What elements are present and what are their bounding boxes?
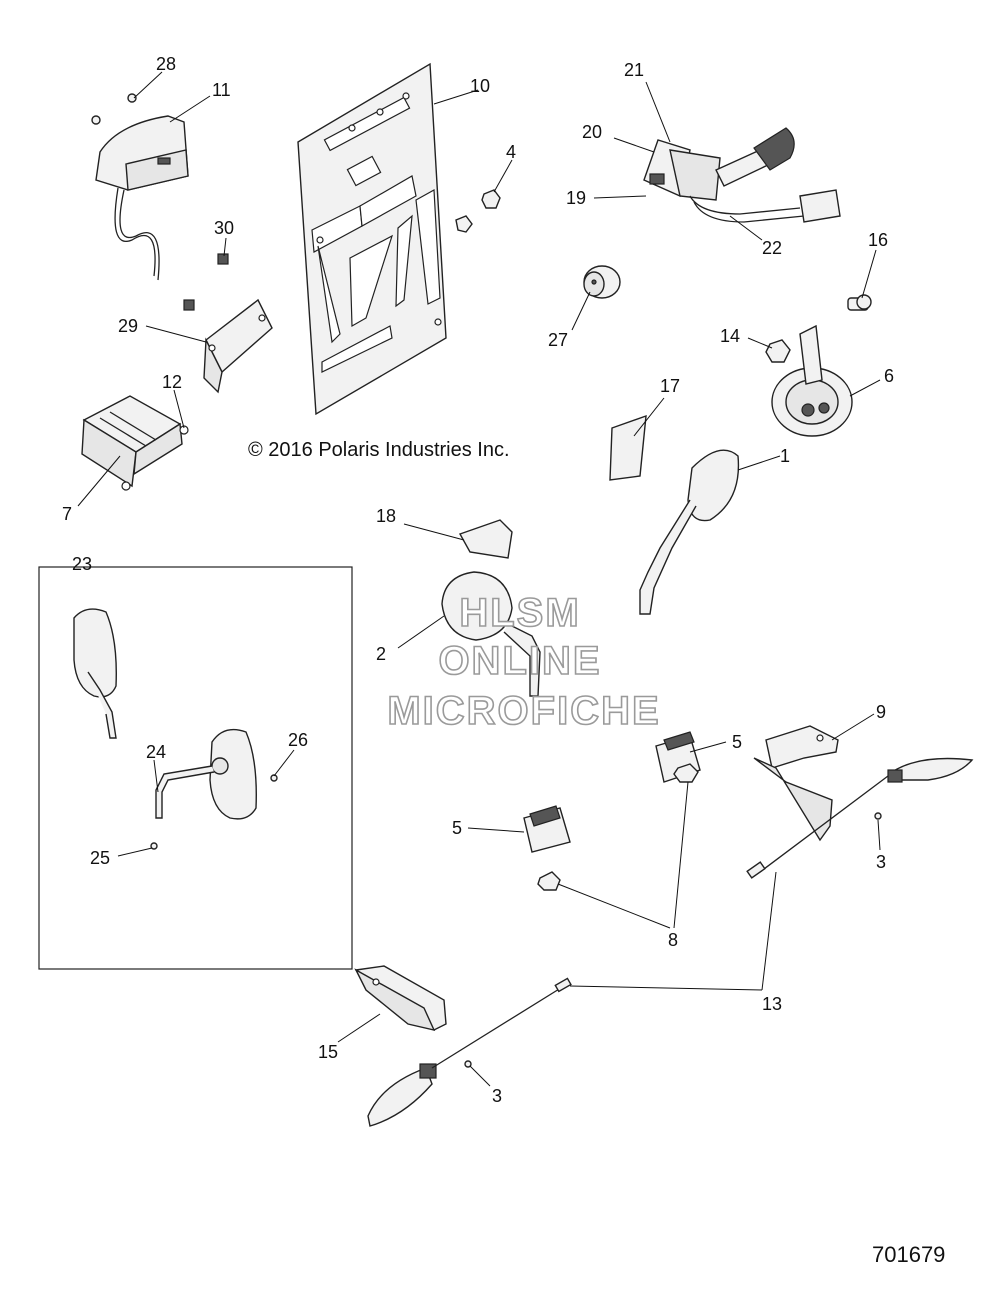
callout-12: 12	[162, 372, 182, 392]
callout-5b: 5	[452, 818, 462, 838]
callout-11: 11	[212, 80, 231, 100]
watermark: HLSM ONLINE MICROFICHE	[387, 590, 660, 734]
callout-14: 14	[720, 326, 740, 346]
callout-23: 23	[72, 554, 92, 574]
callout-1: 1	[780, 446, 790, 466]
kit-mirror-bottom	[150, 728, 278, 850]
callout-4: 4	[506, 142, 516, 162]
kit-23-box	[38, 566, 353, 970]
callout-2: 2	[376, 644, 386, 664]
callout-30: 30	[214, 218, 234, 238]
callout-29: 29	[118, 316, 138, 336]
watermark-line-2: ONLINE	[438, 639, 601, 683]
nut-14	[765, 339, 791, 363]
callout-24: 24	[146, 742, 166, 762]
handlebar-switch	[643, 127, 841, 223]
nut-8-upper	[673, 763, 699, 783]
nut-4b	[455, 215, 473, 233]
watermark-line-3: MICROFICHE	[387, 689, 660, 733]
callout-13: 13	[762, 994, 782, 1014]
callout-10: 10	[470, 76, 490, 96]
tail-light-assembly	[91, 93, 189, 281]
callout-25: 25	[90, 848, 110, 868]
callout-3b: 3	[492, 1086, 502, 1106]
callout-27: 27	[548, 330, 568, 350]
callout-20: 20	[582, 122, 602, 142]
callout-28: 28	[156, 54, 176, 74]
callout-9: 9	[876, 702, 886, 722]
leader-lines	[77, 71, 881, 1087]
bracket-18	[458, 519, 513, 559]
turn-signal-right	[746, 757, 974, 879]
callout-21: 21	[624, 60, 644, 80]
turn-signal-left	[367, 977, 572, 1127]
clamp-5-lower	[523, 805, 571, 853]
nut-8-lower	[537, 871, 561, 891]
watermark-line-1: HLSM	[459, 591, 580, 635]
bracket-9	[753, 725, 839, 842]
callout-17: 17	[660, 376, 680, 396]
mount-bracket	[183, 253, 273, 394]
callout-18: 18	[376, 506, 396, 526]
switch-module	[81, 395, 189, 491]
callout-16: 16	[868, 230, 888, 250]
callout-19: 19	[566, 188, 586, 208]
bracket-17	[609, 414, 647, 481]
callout-5a: 5	[732, 732, 742, 752]
callout-22: 22	[762, 238, 782, 258]
mirror-right	[639, 449, 740, 615]
connector-27	[583, 265, 621, 299]
diagram-number: 701679	[872, 1242, 945, 1267]
horn	[771, 324, 853, 437]
copyright-text: © 2016 Polaris Industries Inc.	[248, 439, 510, 461]
callout-labels: 1 2 3 3 4 5 5 6 7 8 9 10 11 12 13 14 15 …	[62, 54, 894, 1106]
kit-mirror-top	[73, 608, 117, 739]
callout-8: 8	[668, 930, 678, 950]
mirror-left	[441, 571, 541, 697]
callout-7: 7	[62, 504, 72, 524]
nut-4	[481, 189, 501, 209]
callout-3a: 3	[876, 852, 886, 872]
screw-16	[847, 294, 872, 311]
callout-26: 26	[288, 730, 308, 750]
callout-15: 15	[318, 1042, 338, 1062]
bracket-15	[354, 965, 447, 1032]
license-plate-bracket	[297, 62, 447, 416]
callout-6: 6	[884, 366, 894, 386]
